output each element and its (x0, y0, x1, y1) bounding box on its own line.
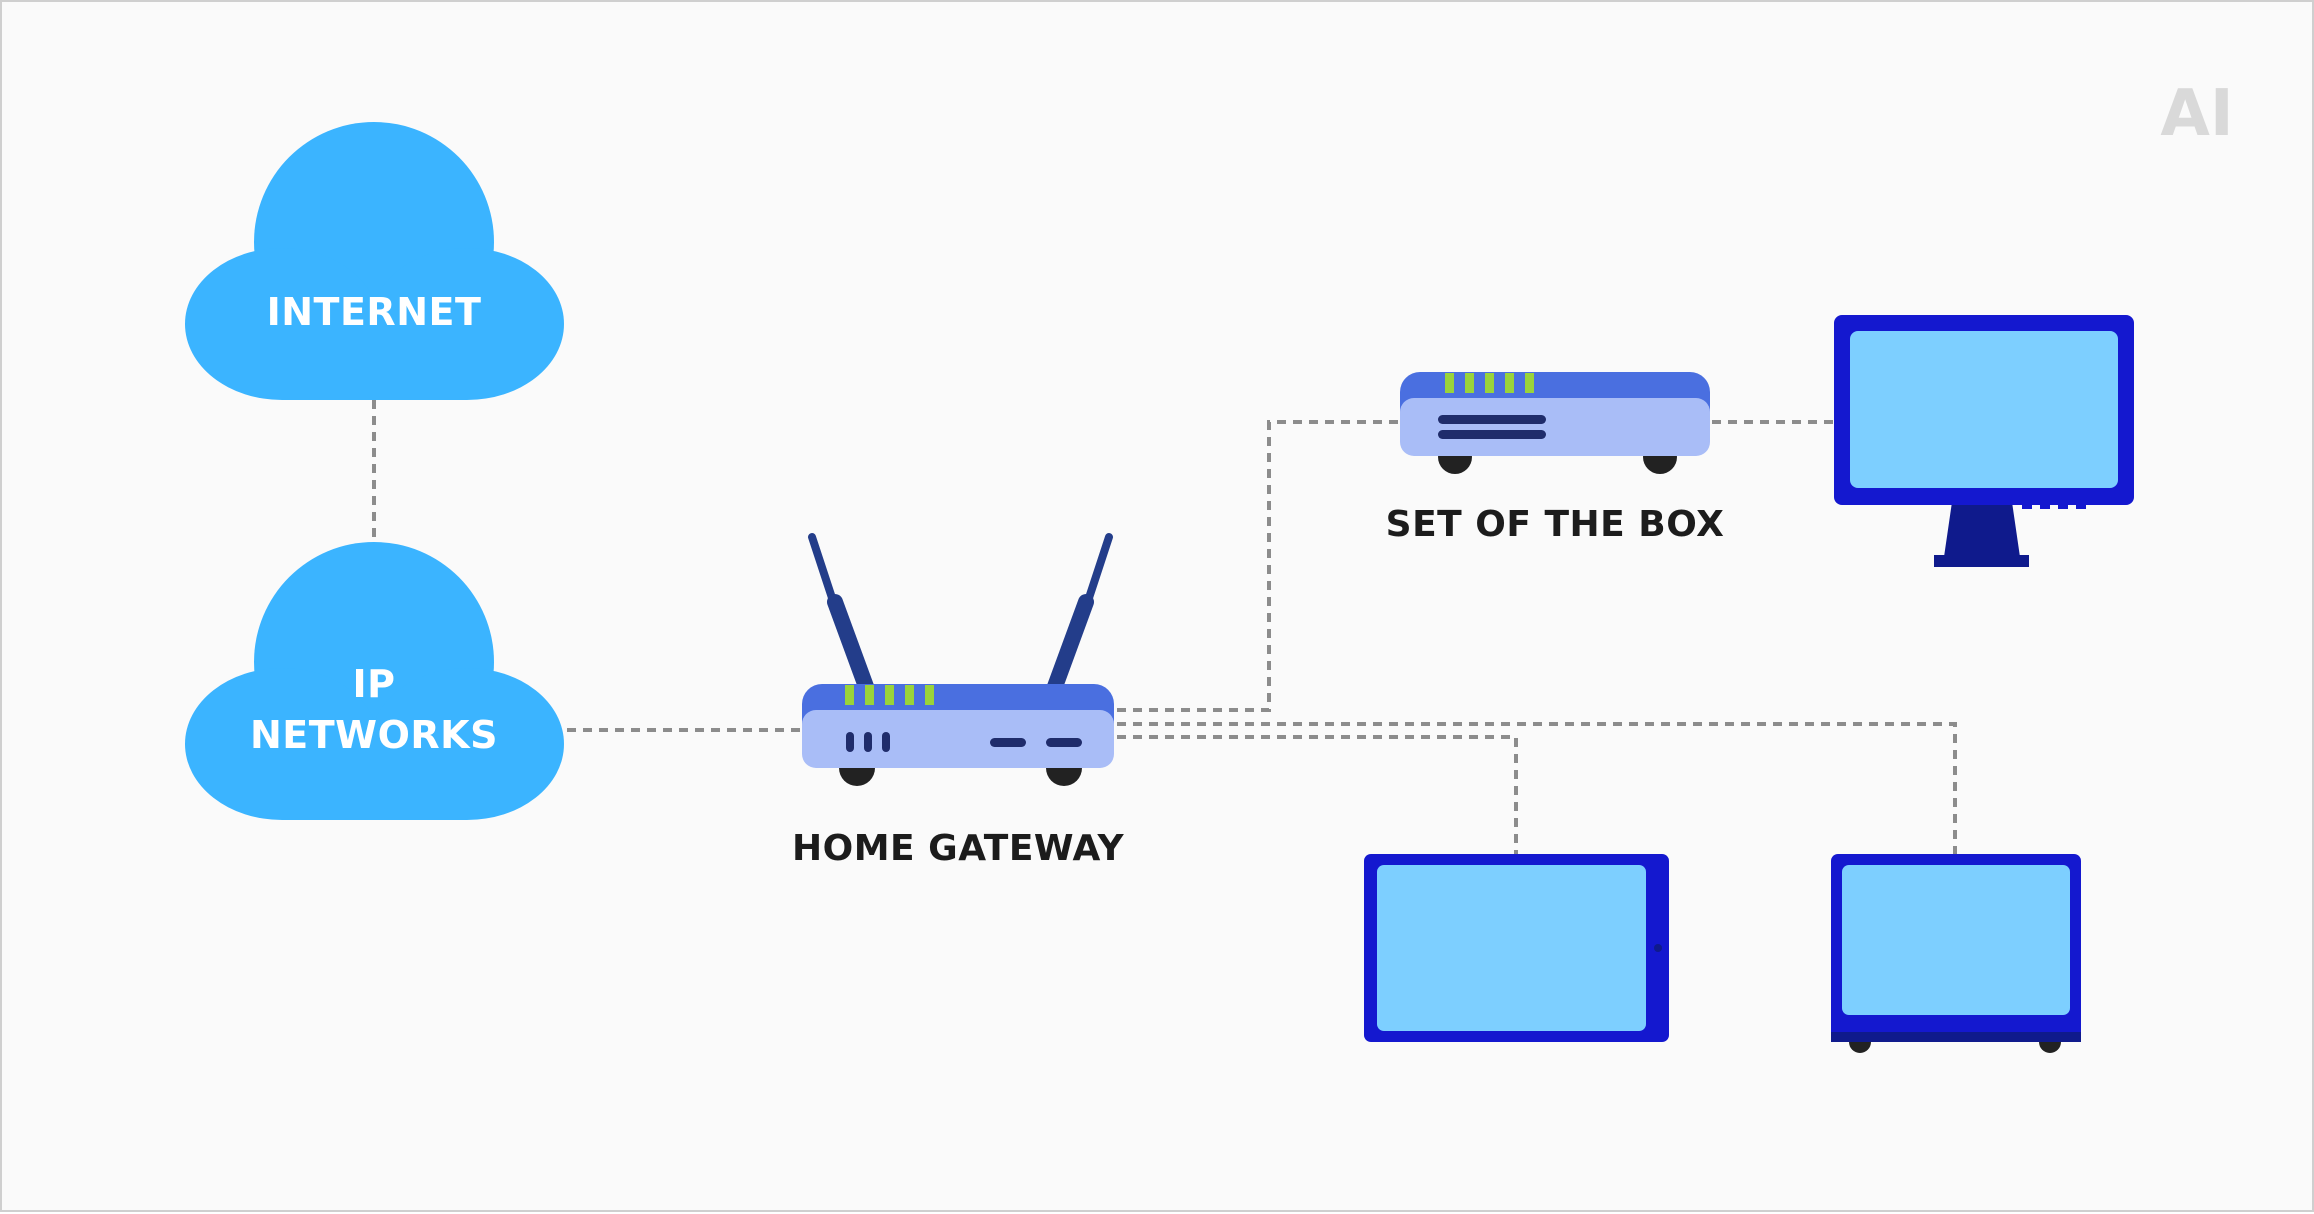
internet-label: INTERNET (267, 290, 482, 334)
tablet-device (1364, 854, 1669, 1042)
link-gateway-settopbox (1117, 420, 1400, 712)
laptop-device (1831, 854, 2081, 1053)
tv-monitor (1834, 315, 2134, 567)
cloud-icon (185, 122, 564, 400)
cloud-icon (185, 542, 564, 820)
ip-networks-label-line1: IP (353, 662, 396, 706)
router-icon (802, 533, 1114, 786)
internet-cloud: INTERNET (185, 122, 564, 400)
brand-logo: AI (2160, 77, 2233, 151)
link-gateway-tablet (1117, 735, 1518, 854)
connection-lines (372, 400, 1957, 854)
home-gateway-router: HOME GATEWAY (792, 533, 1124, 869)
set-top-box-icon (1400, 372, 1710, 474)
link-gateway-laptop (1117, 722, 1957, 854)
home-gateway-label: HOME GATEWAY (792, 828, 1124, 869)
tablet-icon (1364, 854, 1669, 1042)
laptop-icon (1831, 854, 2081, 1053)
ip-networks-label-line2: NETWORKS (250, 713, 498, 757)
monitor-icon (1834, 315, 2134, 567)
set-top-box-label: SET OF THE BOX (1386, 504, 1725, 545)
set-top-box: SET OF THE BOX (1386, 372, 1725, 545)
ip-networks-cloud: IP NETWORKS (185, 542, 564, 820)
